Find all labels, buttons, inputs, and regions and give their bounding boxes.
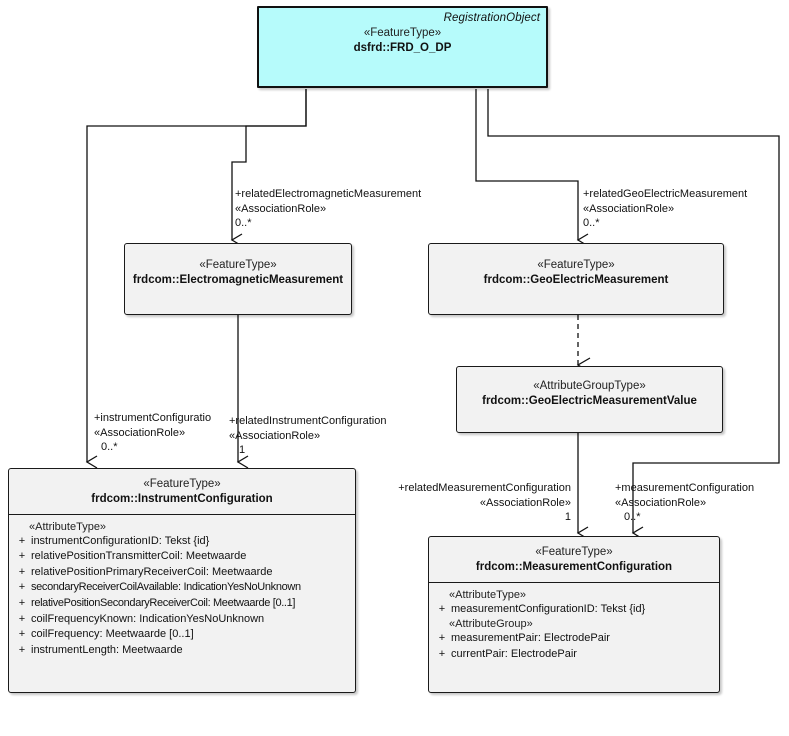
visibility-marker: + [18,581,26,594]
assoc-multiplicity: 0..* [235,217,252,230]
assoc-label-instrument-configuration: +instrumentConfiguratio «AssociationRole… [94,411,228,455]
class-name: frdcom::GeoElectricMeasurementValue [482,395,697,408]
class-box-electromagneticmeasurement[interactable]: «FeatureType» frdcom::ElectromagneticMea… [124,243,352,315]
registration-object-tag: RegistrationObject [443,12,540,24]
class-box-frd-o-dp[interactable]: RegistrationObject «FeatureType» dsfrd::… [257,6,548,88]
visibility-marker: + [18,565,26,578]
attribute-row: + relativePositionPrimaryReceiverCoil: M… [13,565,351,581]
class-header: «FeatureType» frdcom::GeoElectricMeasure… [429,244,723,295]
class-name: frdcom::GeoElectricMeasurement [483,274,669,287]
attribute-group-label: «AttributeType» [29,520,107,533]
assoc-label-related-electromagnetic-measurement: +relatedElectromagneticMeasurement «Asso… [235,187,421,231]
visibility-marker: + [18,612,26,625]
class-header: «FeatureType» frdcom::ElectromagneticMea… [125,244,351,295]
assoc-role: +measurementConfiguration [615,482,755,494]
class-name: dsfrd::FRD_O_DP [353,42,452,55]
assoc-multiplicity: 0..* [624,511,641,524]
assoc-role: +instrumentConfiguratio [94,412,212,424]
assoc-stereotype: «AssociationRole» [583,202,675,215]
attribute-text: measurementConfigurationID: Tekst {id} [451,602,646,615]
class-box-geoelectricmeasurement[interactable]: «FeatureType» frdcom::GeoElectricMeasure… [428,243,724,315]
class-box-measurementconfiguration[interactable]: «FeatureType» frdcom::MeasurementConfigu… [428,536,720,693]
attribute-row: + coilFrequencyKnown: IndicationYesNoUnk… [13,612,351,628]
class-name: frdcom::InstrumentConfiguration [91,493,273,506]
class-box-instrumentconfiguration[interactable]: «FeatureType» frdcom::InstrumentConfigur… [8,468,356,693]
assoc-role: +relatedInstrumentConfiguration [229,415,387,427]
assoc-role: +relatedElectromagneticMeasurement [235,188,422,200]
visibility-marker: + [18,643,26,656]
class-stereotype: «AttributeGroupType» [533,380,646,392]
assoc-multiplicity: 0..* [583,217,600,230]
assoc-label-related-measurement-configuration: +relatedMeasurementConfiguration «Associ… [366,481,571,525]
visibility-marker: + [18,597,26,609]
assoc-role: +relatedGeoElectricMeasurement [583,188,748,200]
class-header: «FeatureType» frdcom::MeasurementConfigu… [429,537,719,582]
attribute-row: + instrumentConfigurationID: Tekst {id} [13,534,351,550]
assoc-stereotype: «AssociationRole» [235,202,327,215]
attribute-text: secondaryReceiverCoilAvailable: Indicati… [31,581,301,594]
visibility-marker: + [18,550,26,563]
attribute-row: + measurementConfigurationID: Tekst {id} [433,602,715,618]
class-header: RegistrationObject «FeatureType» dsfrd::… [259,8,546,63]
attribute-text: relativePositionPrimaryReceiverCoil: Mee… [31,565,273,578]
class-stereotype: «FeatureType» [199,259,277,271]
assoc-multiplicity: 1 [239,444,246,457]
class-stereotype: «FeatureType» [537,259,615,271]
attribute-group-label: «AttributeType» [449,588,527,601]
class-attributes: «AttributeType» + instrumentConfiguratio… [9,515,355,664]
assoc-role: +relatedMeasurementConfiguration [398,482,571,494]
attribute-row: + coilFrequency: Meetwaarde [0..1] [13,627,351,643]
visibility-marker: + [438,632,446,645]
attribute-text: coilFrequencyKnown: IndicationYesNoUnkno… [31,612,265,625]
class-header: «AttributeGroupType» frdcom::GeoElectric… [457,367,722,416]
assoc-label-related-geoelectric-measurement: +relatedGeoElectricMeasurement «Associat… [583,187,747,231]
visibility-marker: + [18,628,26,641]
visibility-marker: + [438,602,446,615]
visibility-marker: + [18,534,26,547]
attribute-row: + secondaryReceiverCoilAvailable: Indica… [13,580,351,596]
class-box-geoelectricmeasurementvalue[interactable]: «AttributeGroupType» frdcom::GeoElectric… [456,366,723,433]
attribute-text: coilFrequency: Meetwaarde [0..1] [31,628,194,641]
assoc-stereotype: «AssociationRole» [615,496,707,509]
attribute-row: + currentPair: ElectrodePair [433,647,715,663]
assoc-multiplicity: 0..* [101,441,118,454]
attribute-row: + relativePositionTransmitterCoil: Meetw… [13,549,351,565]
attribute-row: + relativePositionSecondaryReceiverCoil:… [13,596,351,612]
assoc-stereotype: «AssociationRole» [479,496,571,509]
class-name: frdcom::MeasurementConfiguration [475,561,673,574]
attribute-text: measurementPair: ElectrodePair [451,632,610,645]
visibility-marker: + [438,647,446,660]
assoc-label-measurement-configuration: +measurementConfiguration «AssociationRo… [615,481,754,525]
connector-root-to-geoelectricmeasurement [475,89,589,247]
class-name: frdcom::ElectromagneticMeasurement [132,274,344,287]
class-stereotype: «FeatureType» [143,478,221,490]
assoc-multiplicity: 1 [564,511,571,524]
attribute-text: instrumentLength: Meetwaarde [31,643,183,656]
attribute-group-label: «AttributeGroup» [449,618,533,631]
class-divider [9,513,355,515]
class-divider [429,581,719,583]
assoc-stereotype: «AssociationRole» [229,429,321,442]
attribute-text: instrumentConfigurationID: Tekst {id} [31,534,210,547]
class-stereotype: «FeatureType» [535,546,613,558]
attribute-text: currentPair: ElectrodePair [451,647,577,660]
class-stereotype: «FeatureType» [363,27,442,39]
assoc-label-related-instrument-configuration: +relatedInstrumentConfiguration «Associa… [229,414,386,458]
attribute-row: + instrumentLength: Meetwaarde [13,643,351,659]
assoc-stereotype: «AssociationRole» [94,426,186,439]
attribute-row: + measurementPair: ElectrodePair [433,631,715,647]
attribute-text: relativePositionSecondaryReceiverCoil: M… [31,597,296,609]
attribute-text: relativePositionTransmitterCoil: Meetwaa… [31,550,247,563]
class-attributes: «AttributeType» + measurementConfigurati… [429,583,719,668]
class-header: «FeatureType» frdcom::InstrumentConfigur… [9,469,355,514]
